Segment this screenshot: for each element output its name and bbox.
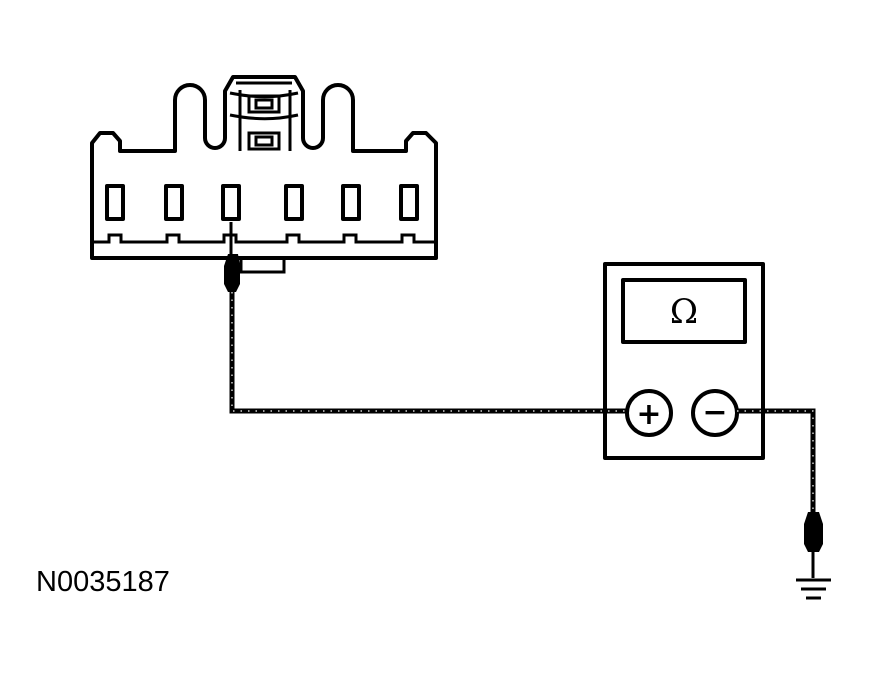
- cavity-6: [399, 184, 419, 221]
- cavity-4: [284, 184, 304, 221]
- connector-strip: [92, 233, 436, 244]
- connector-probe: [224, 222, 240, 292]
- cavity-2: [164, 184, 184, 221]
- connector: [90, 75, 438, 274]
- cavity-5: [341, 184, 361, 221]
- connector-body: [90, 75, 438, 260]
- meter-body: [603, 262, 765, 460]
- positive-terminal-label: +: [636, 397, 661, 432]
- connector-cavities: [105, 184, 419, 221]
- ground-probe: [804, 512, 823, 578]
- meter-display: [621, 278, 747, 344]
- ohm-symbol: Ω: [670, 292, 698, 332]
- figure-id-label: N0035187: [36, 566, 170, 598]
- ohmmeter: Ω + −: [603, 262, 765, 460]
- cavity-1: [105, 184, 125, 221]
- cavity-3: [221, 184, 241, 221]
- connector-tab: [239, 258, 286, 274]
- positive-terminal: [625, 389, 673, 437]
- positive-lead-wire: [229, 292, 626, 414]
- negative-terminal-label: −: [702, 395, 727, 430]
- ground-icon: [796, 578, 831, 600]
- connector-latch: [229, 81, 299, 151]
- negative-lead-wire: [737, 408, 816, 516]
